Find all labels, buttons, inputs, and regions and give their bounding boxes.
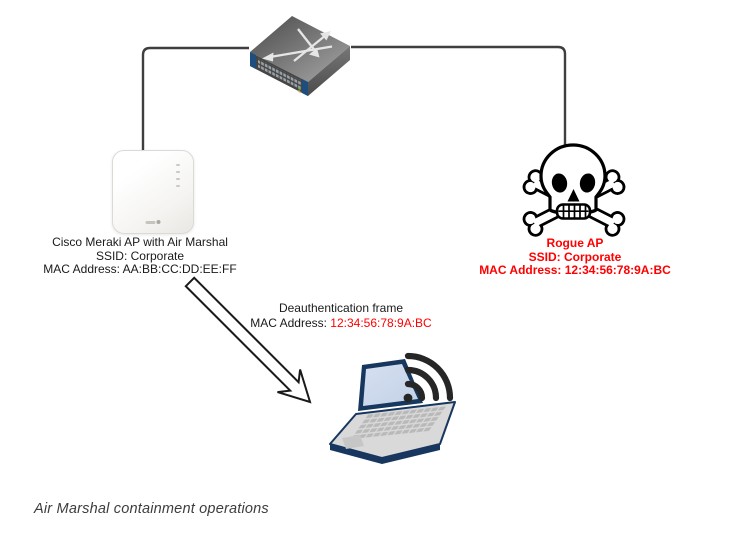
rogue-ap-title: Rogue AP: [546, 236, 604, 250]
deauth-mac-value: 12:34:56:78:9A:BC: [330, 316, 432, 330]
network-switch-icon: [250, 16, 350, 96]
deauth-mac-label: MAC Address:: [250, 316, 331, 330]
wifi-signal-icon: [403, 352, 454, 403]
deauth-title: Deauthentication frame: [278, 301, 404, 315]
laptop-keyboard: [350, 405, 448, 440]
meraki-ap-mac: MAC Address: AA:BB:CC:DD:EE:FF: [43, 262, 237, 276]
skull-teeth: [555, 203, 592, 220]
laptop-screen: [363, 364, 418, 406]
skull-crossbones-icon: [522, 143, 626, 237]
laptop-touchpad: [342, 435, 364, 449]
meraki-ap-icon: [112, 150, 194, 234]
diagram-caption: Air Marshal containment operations: [34, 501, 269, 517]
deauth-mac-line: MAC Address: 12:34:56:78:9A:BC: [236, 316, 446, 331]
laptop-front-edge: [330, 444, 440, 464]
rogue-ap-ssid: SSID: Corporate: [528, 249, 622, 264]
switch-top-face: [250, 16, 350, 82]
connector-switch-to-rogue: [351, 45, 567, 148]
skull-eye-left: [551, 173, 568, 193]
switch-port-grid: [258, 58, 301, 93]
switch-arrows-glyph: [262, 28, 333, 62]
switch-led-green: [298, 86, 301, 91]
skull-nose: [567, 189, 580, 202]
meraki-ap-title: Cisco Meraki AP with Air Marshal: [52, 235, 228, 249]
rogue-ap-mac: MAC Address: 12:34:56:78:9A:BC: [479, 263, 671, 277]
switch-led-amber: [298, 89, 301, 93]
meraki-ap-ssid: SSID: Corporate: [95, 248, 185, 263]
deauth-block-arrow-icon: [184, 276, 312, 404]
switch-end-face: [308, 46, 350, 96]
rogue-ap-label: Rogue AP SSID: Corporate MAC Address: 12…: [453, 236, 697, 278]
skull-eye-right: [579, 173, 596, 193]
switch-blue-strip-right: [302, 79, 308, 96]
switch-blue-strip-left: [250, 52, 256, 69]
connector-switch-to-ap: [141, 46, 249, 151]
ap-logo: [145, 220, 161, 224]
meraki-ap-label: Cisco Meraki AP with Air Marshal SSID: C…: [28, 235, 252, 277]
skull-cranium: [539, 143, 607, 215]
deauth-label: Deauthentication frame MAC Address: 12:3…: [236, 301, 446, 331]
ap-status-leds: [176, 164, 180, 192]
